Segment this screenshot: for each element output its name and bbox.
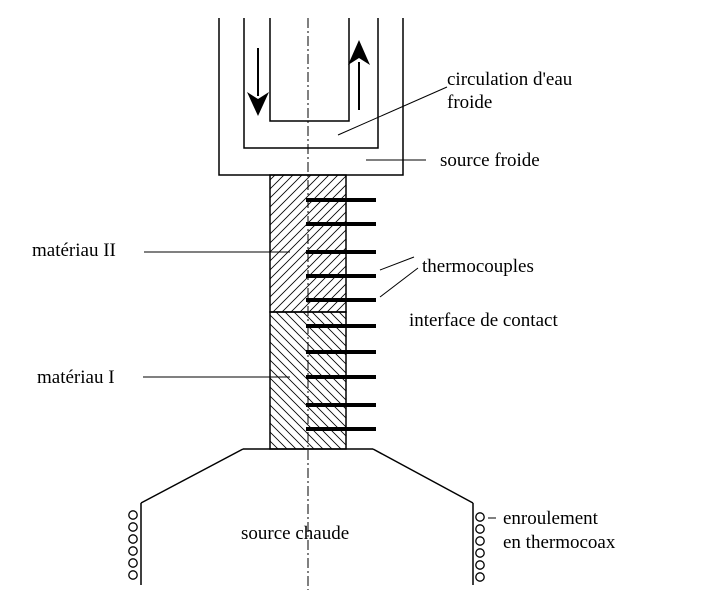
coil-turn — [475, 572, 485, 582]
coil-turn — [475, 560, 485, 570]
label-water-circulation-line1: circulation d'eau — [447, 69, 573, 90]
label-contact-interface: interface de contact — [409, 310, 558, 331]
label-material-2: matériau II — [32, 240, 116, 261]
label-hot-source: source chaude — [241, 523, 350, 544]
hot-source-body — [140, 448, 474, 585]
leader-water — [337, 86, 448, 136]
label-winding-line1: enroulement — [503, 508, 598, 529]
coil-turn — [128, 510, 138, 520]
coil-turn — [475, 524, 485, 534]
coil-turn — [475, 512, 485, 522]
leader-thermocouple-b — [379, 267, 419, 298]
leader-thermocouple-a — [379, 256, 415, 271]
coil-turn — [128, 522, 138, 532]
cold-source-block — [218, 18, 404, 176]
coil-turn — [475, 536, 485, 546]
up-arrow-icon — [348, 40, 370, 110]
label-thermocouples: thermocouples — [422, 256, 534, 277]
thermocouple-group — [306, 198, 376, 431]
coil-turn — [128, 546, 138, 556]
coil-turn — [128, 558, 138, 568]
coil-right-icon — [475, 512, 485, 582]
label-water-circulation-line2: froide — [447, 92, 493, 113]
coil-left-icon — [128, 510, 138, 580]
label-winding-line2: en thermocoax — [503, 532, 616, 553]
label-material-1: matériau I — [37, 367, 115, 388]
coil-turn — [128, 534, 138, 544]
coil-turn — [128, 570, 138, 580]
down-arrow-icon — [247, 48, 269, 116]
label-cold-source: source froide — [440, 150, 540, 171]
leader-lines — [143, 86, 496, 519]
coil-turn — [475, 548, 485, 558]
